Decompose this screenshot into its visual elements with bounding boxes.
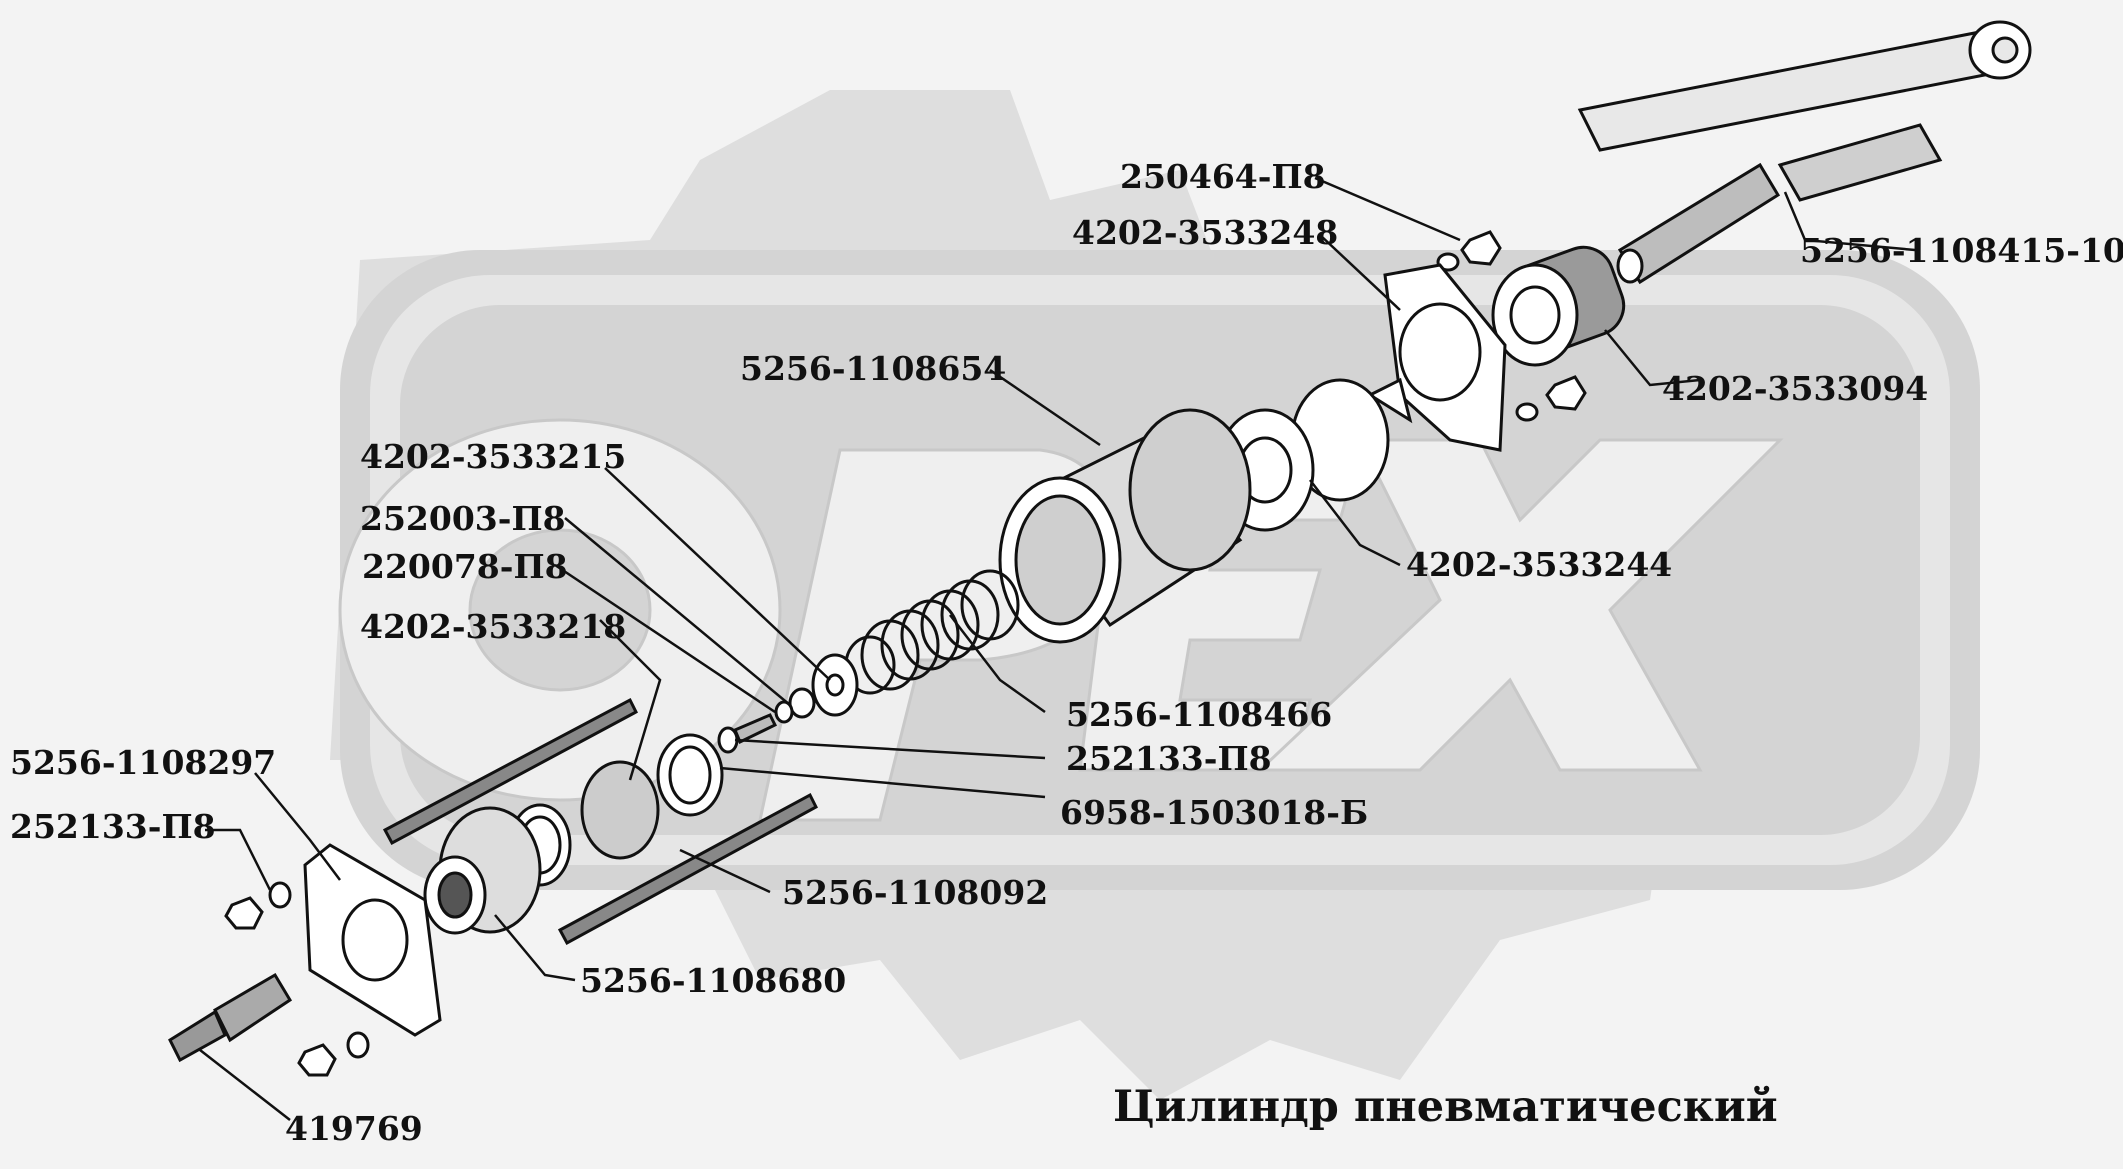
piston-rod (1577, 20, 2032, 202)
callout-4202-3533218: 4202-3533218 (360, 607, 627, 646)
rod-sleeve (1616, 162, 1781, 285)
callout-5256-1108466: 5256-1108466 (1066, 695, 1333, 734)
callout-5256-1108092: 5256-1108092 (782, 873, 1049, 912)
callout-6958-1503018-b: 6958-1503018-Б (1060, 793, 1369, 832)
washers (774, 653, 859, 724)
callout-5256-1108654: 5256-1108654 (740, 349, 1007, 388)
callout-419769: 419769 (285, 1109, 423, 1148)
callout-220078-p8: 220078-П8 (362, 547, 568, 586)
callout-252133-p8-left: 252133-П8 (10, 807, 216, 846)
callout-5256-1108680: 5256-1108680 (580, 961, 847, 1000)
callout-252003-p8: 252003-П8 (360, 499, 566, 538)
flange-top (1366, 263, 1507, 452)
flange-bottom (303, 843, 442, 1037)
callout-250464-p8: 250464-П8 (1120, 157, 1326, 196)
callout-252133-p8-right: 252133-П8 (1066, 739, 1272, 778)
callout-4202-3533248: 4202-3533248 (1072, 213, 1339, 252)
leader-lines (199, 176, 1916, 1121)
nut-top (1436, 230, 1587, 422)
callout-4202-3533094: 4202-3533094 (1662, 369, 1929, 408)
parts (168, 20, 2032, 1077)
callout-4202-3533244: 4202-3533244 (1406, 545, 1673, 584)
spring (844, 569, 1020, 695)
threaded-bushing (1491, 245, 1626, 367)
nut-bottom (224, 881, 370, 1077)
fitting (168, 972, 293, 1063)
end-cap (423, 806, 542, 935)
callout-5256-1108415-10: 5256-1108415-10 (1800, 231, 2123, 270)
cylinder (998, 408, 1252, 644)
tie-rods (382, 697, 818, 946)
callout-4202-3533215: 4202-3533215 (360, 437, 627, 476)
callout-5256-1108297: 5256-1108297 (10, 743, 277, 782)
diagram-title: Цилиндр пневматический (1113, 1082, 1778, 1132)
